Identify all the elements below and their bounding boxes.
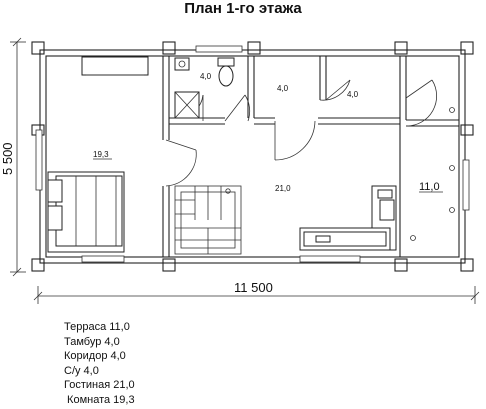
- plan-title: План 1-го этажа: [184, 0, 302, 17]
- legend-tambur: Тамбур 4,0: [64, 335, 120, 348]
- doors: [165, 79, 438, 187]
- label-living: 21,0: [275, 184, 291, 193]
- stairs: [174, 185, 242, 255]
- vertical-dimension: [10, 37, 26, 277]
- label-corridor: 4,0: [277, 84, 289, 93]
- wc-fixtures: [174, 57, 235, 119]
- label-terrace: 11,0: [419, 181, 440, 193]
- dimension-width: 11 500: [234, 280, 273, 295]
- windows: [35, 45, 470, 263]
- legend-wc: С/у 4,0: [64, 364, 99, 377]
- horizontal-dimension: [33, 286, 480, 304]
- bedroom-furniture: [47, 56, 149, 253]
- terrace-posts: [410, 107, 455, 241]
- legend-room: Комната 19,3: [64, 393, 135, 406]
- label-wc: 4,0: [200, 72, 212, 81]
- interior-walls: [162, 56, 459, 257]
- dimension-height: 5 500: [0, 142, 15, 175]
- label-tambur: 4,0: [347, 90, 359, 99]
- legend-corridor: Коридор 4,0: [64, 350, 126, 362]
- legend-terrace: Терраса 11,0: [64, 321, 130, 333]
- area-legend: Терраса 11,0 Тамбур 4,0 Коридор 4,0 С/у …: [64, 320, 135, 407]
- label-bedroom: 19,3: [93, 150, 109, 159]
- legend-living: Гостиная 21,0: [64, 379, 135, 391]
- log-corners: [31, 41, 474, 272]
- living-furniture: [299, 185, 397, 251]
